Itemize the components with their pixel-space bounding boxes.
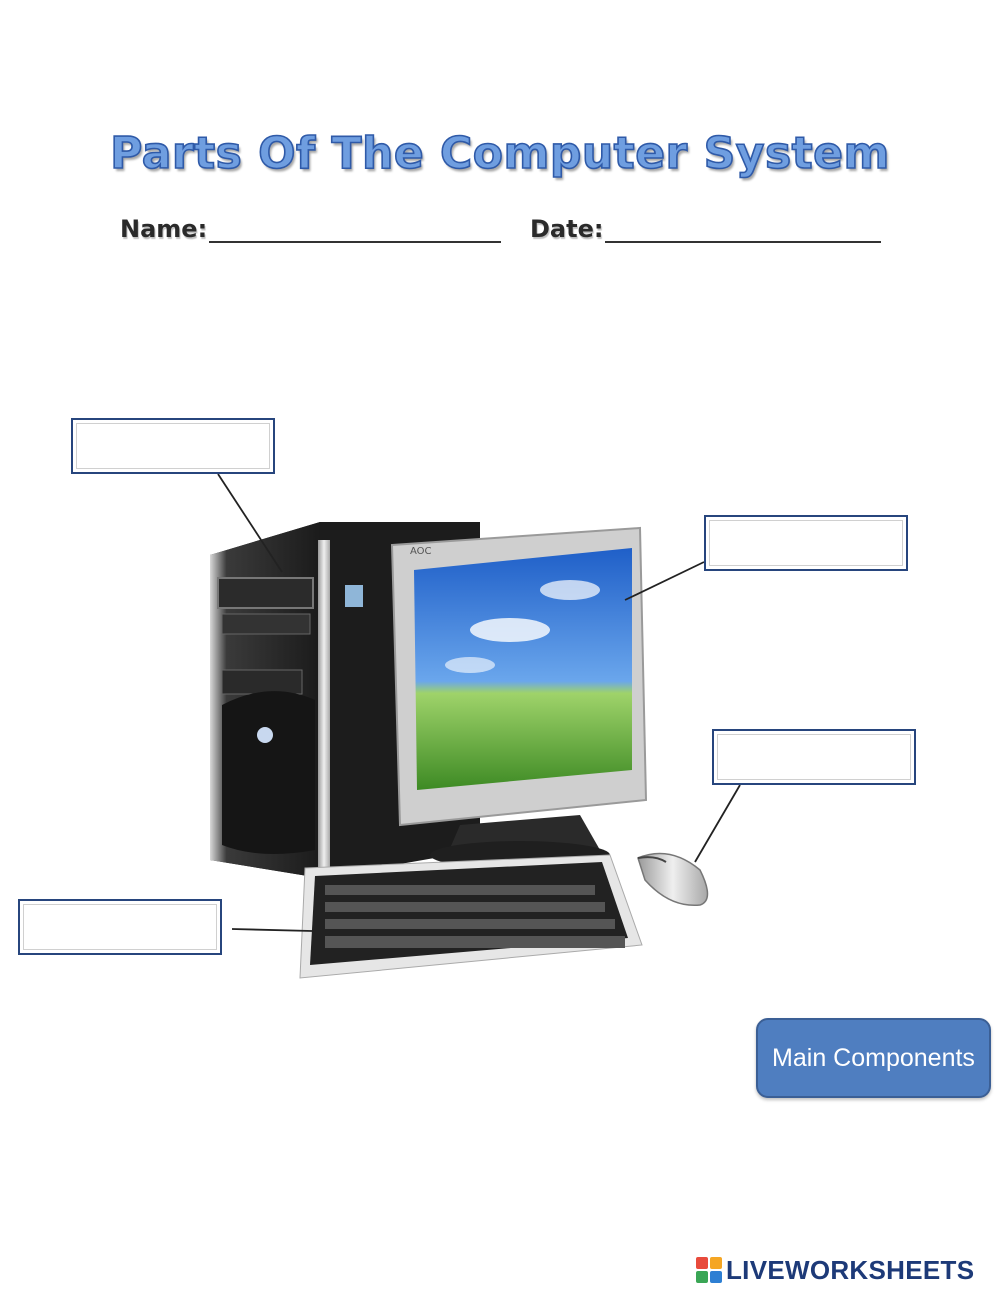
keyboard <box>299 854 643 979</box>
main-components-button[interactable]: Main Components <box>756 1018 991 1098</box>
date-label: Date: <box>530 215 604 243</box>
name-field: Name: <box>120 215 502 243</box>
liveworksheets-icon <box>696 1257 722 1283</box>
answer-box-system-unit[interactable] <box>71 418 275 474</box>
name-line[interactable] <box>209 221 502 243</box>
mouse <box>637 852 709 907</box>
monitor: AOC <box>390 526 648 869</box>
date-line[interactable] <box>605 221 882 243</box>
answer-input-mouse[interactable] <box>717 734 911 780</box>
worksheet-title: Parts Of The Computer System <box>109 127 890 180</box>
name-label: Name: <box>120 215 208 243</box>
answer-box-mouse[interactable] <box>712 729 916 785</box>
answer-box-monitor[interactable] <box>704 515 908 571</box>
computer-photo: AOC <box>210 522 709 979</box>
answer-input-keyboard[interactable] <box>23 904 217 950</box>
liveworksheets-text: LIVEWORKSHEETS <box>726 1254 975 1285</box>
liveworksheets-logo: LIVEWORKSHEETS <box>696 1253 974 1287</box>
monitor-brand-label: AOC <box>410 546 432 557</box>
answer-input-system-unit[interactable] <box>76 423 270 469</box>
answer-input-monitor[interactable] <box>709 520 903 566</box>
answer-box-keyboard[interactable] <box>18 899 222 955</box>
date-field: Date: <box>530 215 882 243</box>
